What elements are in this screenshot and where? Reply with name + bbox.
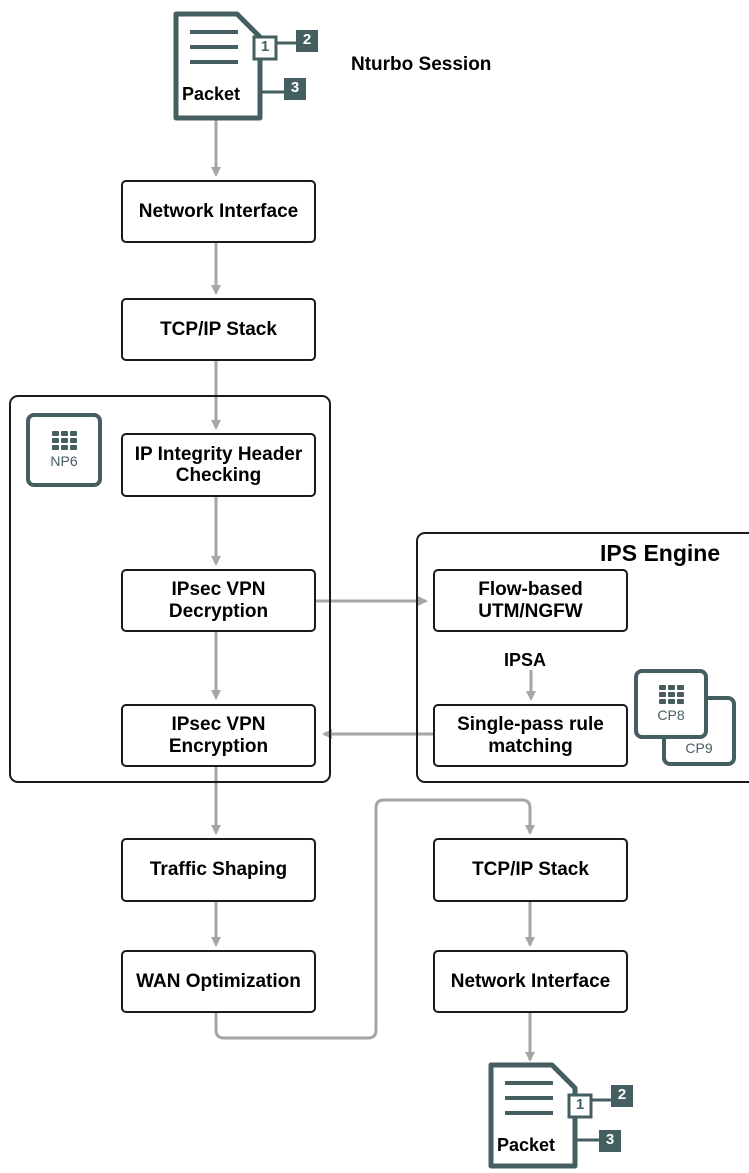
- np6-chip-icon: NP6: [26, 413, 102, 487]
- arrow-wan-to-tcpip2: [214, 798, 535, 1040]
- packet-bottom-tag-1: 1: [575, 1096, 585, 1113]
- np6-chip-label: NP6: [50, 453, 78, 469]
- single-pass-matching-box: Single-pass rule matching: [433, 704, 628, 767]
- wan-optimization-box: WAN Optimization: [121, 950, 316, 1013]
- packet-top-icon: [173, 11, 318, 121]
- ips-engine-group: [416, 532, 749, 783]
- cp8-chip-icon: CP8: [634, 669, 708, 739]
- flow-based-utm-box: Flow-based UTM/NGFW: [433, 569, 628, 632]
- cp9-chip-label: CP9: [685, 740, 713, 756]
- packet-bottom-tag-2: 2: [617, 1086, 627, 1103]
- ipsec-decryption-box: IPsec VPN Decryption: [121, 569, 316, 632]
- traffic-shaping-box: Traffic Shaping: [121, 838, 316, 902]
- packet-bottom-tag-3: 3: [605, 1131, 615, 1148]
- nturbo-session-label: Nturbo Session: [351, 54, 492, 75]
- packet-top-label: Packet: [182, 84, 241, 104]
- packet-top-tag-3: 3: [290, 79, 300, 96]
- packet-top-tag-2: 2: [302, 31, 312, 48]
- network-interface-box: Network Interface: [121, 180, 316, 243]
- tcpip-stack-box: TCP/IP Stack: [121, 298, 316, 361]
- np6-group: [9, 395, 331, 783]
- packet-top-tag-1: 1: [260, 38, 270, 55]
- ips-engine-title: IPS Engine: [600, 540, 721, 566]
- packet-bottom-icon: [488, 1062, 633, 1169]
- ipsec-encryption-box: IPsec VPN Encryption: [121, 704, 316, 767]
- ip-integrity-check-box: IP Integrity Header Checking: [121, 433, 316, 497]
- network-interface-2-box: Network Interface: [433, 950, 628, 1013]
- tcpip-stack-2-box: TCP/IP Stack: [433, 838, 628, 902]
- packet-bottom-label: Packet: [497, 1135, 556, 1155]
- ipsa-label: IPSA: [504, 650, 547, 670]
- cp8-chip-label: CP8: [657, 707, 685, 723]
